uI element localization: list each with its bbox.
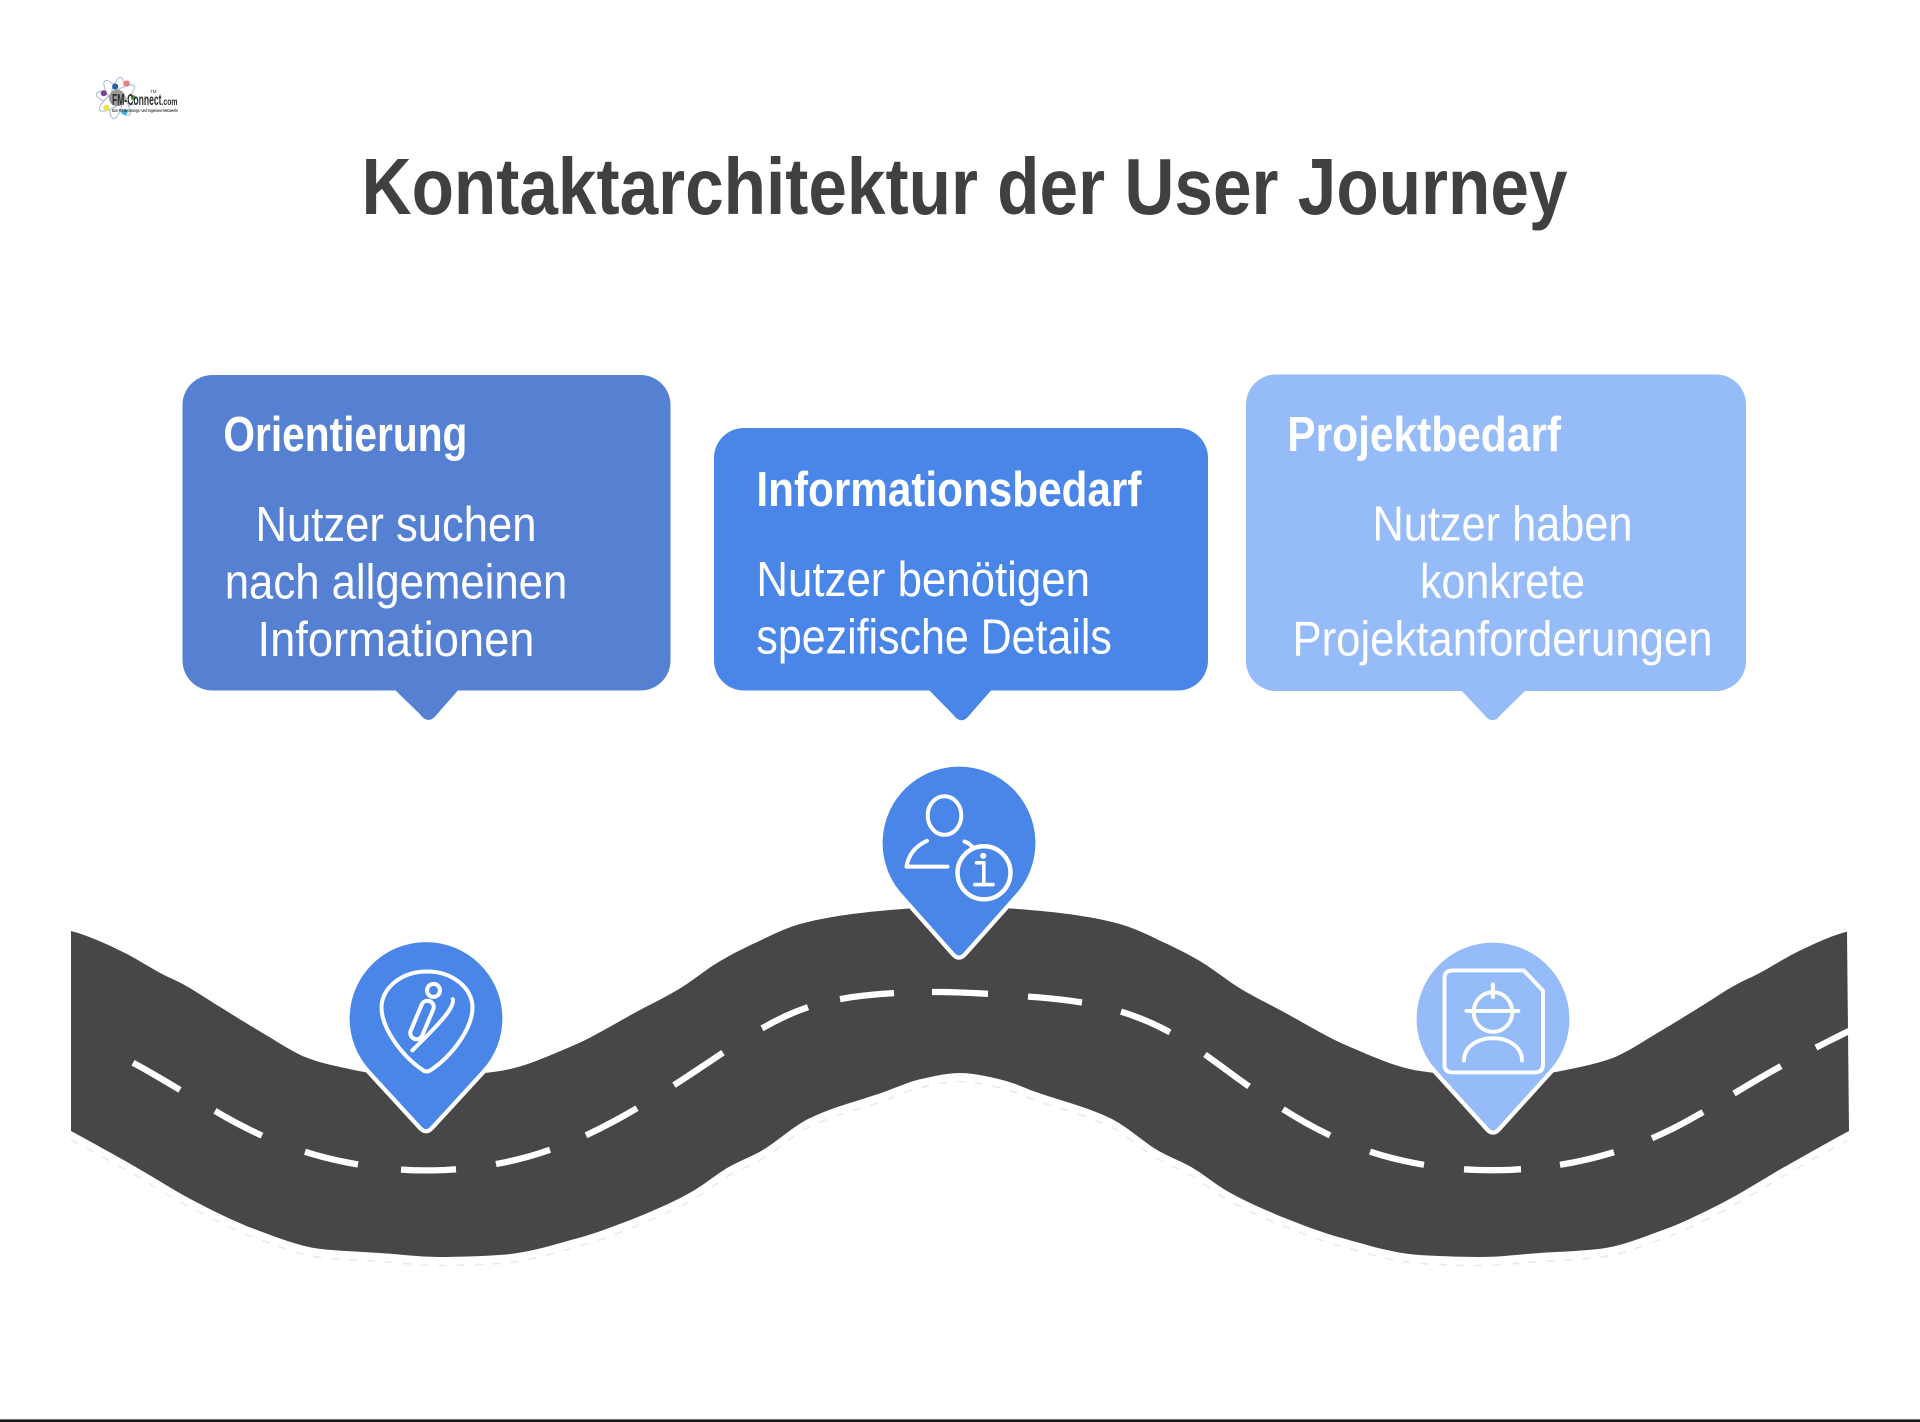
svg-text:.com: .com (162, 97, 178, 108)
svg-text:Projektanforderungen: Projektanforderungen (1293, 613, 1713, 667)
svg-text:Informationen: Informationen (258, 613, 535, 667)
svg-text:spezifische Details: spezifische Details (756, 610, 1112, 664)
svg-text:Informationsbedarf: Informationsbedarf (756, 463, 1142, 517)
svg-text:konkrete: konkrete (1420, 555, 1585, 609)
svg-text:nach allgemeinen: nach allgemeinen (225, 556, 568, 610)
svg-text:Orientierung: Orientierung (223, 408, 467, 462)
svg-text:Projektbedarf: Projektbedarf (1287, 408, 1561, 462)
svg-text:TM: TM (150, 89, 157, 94)
svg-text:FM-Connect: FM-Connect (112, 92, 162, 109)
svg-text:Nutzer benötigen: Nutzer benötigen (756, 553, 1090, 607)
svg-text:Nutzer suchen: Nutzer suchen (256, 498, 537, 552)
svg-text:Kontaktarchitektur der User Jo: Kontaktarchitektur der User Journey (362, 142, 1568, 231)
svg-text:Nutzer haben: Nutzer haben (1373, 498, 1633, 552)
svg-text:Das FM-Beratungs- und Ingenieu: Das FM-Beratungs- und Ingenieur-Netzwerk… (112, 108, 178, 114)
